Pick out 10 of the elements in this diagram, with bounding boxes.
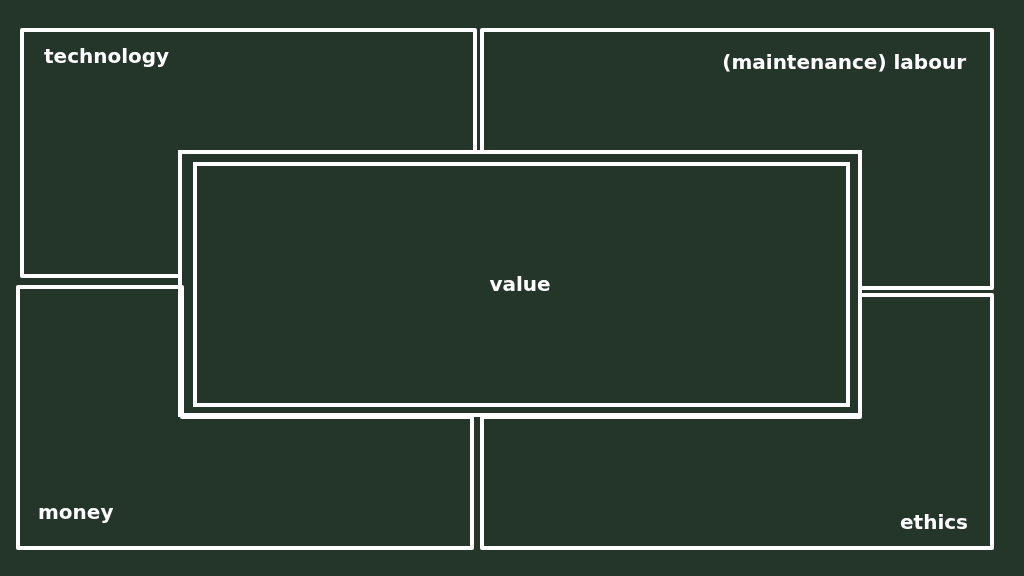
region-panel	[480, 293, 994, 550]
region-panel	[480, 28, 994, 290]
region-label: value	[489, 271, 551, 296]
region-panel	[20, 28, 477, 278]
region-label: technology	[44, 44, 170, 68]
region-label: money	[38, 500, 114, 524]
center-panel	[178, 150, 862, 417]
region-label: ethics	[900, 510, 968, 534]
region-panel	[16, 285, 474, 550]
region-label: (maintenance) labour	[722, 50, 966, 74]
